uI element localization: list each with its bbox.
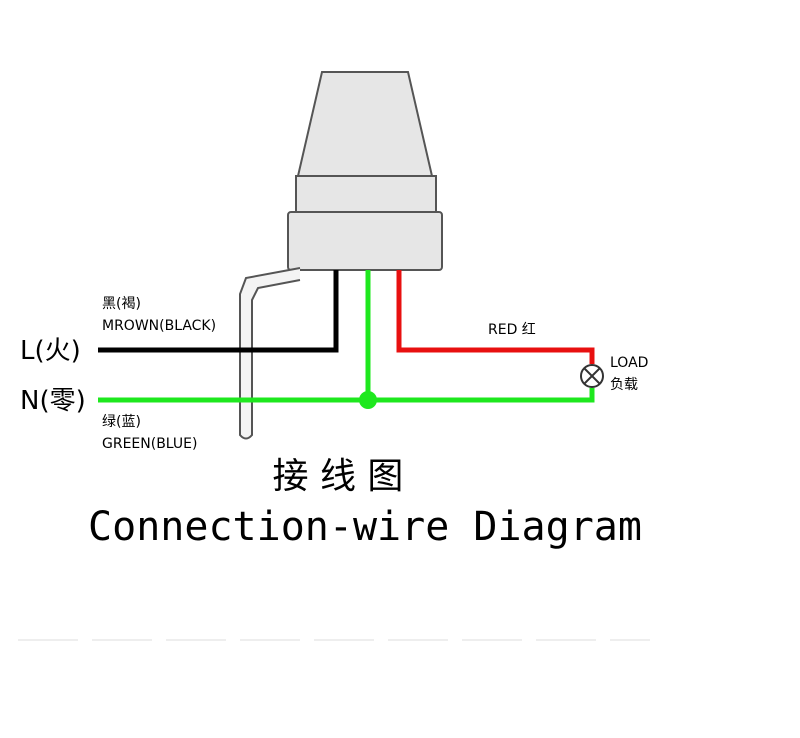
- junction-dot: [359, 391, 377, 409]
- live-terminal-label: L(火): [20, 336, 81, 366]
- green-wire-label-en: GREEN(BLUE): [102, 436, 197, 452]
- neutral-wire: [98, 388, 595, 403]
- live-wire: [98, 270, 339, 353]
- title-chinese: 接 线 图: [273, 456, 404, 497]
- mounting-bracket: [239, 267, 301, 440]
- load-label-en: LOAD: [610, 355, 648, 371]
- red-wire-label: RED 红: [488, 322, 536, 338]
- red-wire: [396, 270, 595, 364]
- neutral-terminal-label: N(零): [20, 386, 86, 416]
- sensor-base: [287, 211, 443, 271]
- title-english: Connection-wire Diagram: [88, 504, 642, 550]
- brown-wire-label-cn: 黑(褐): [102, 296, 141, 312]
- sensor-ring: [295, 175, 437, 213]
- sensor-cap: [296, 71, 434, 177]
- load-label-cn: 负载: [610, 377, 638, 393]
- load-lamp-icon: [580, 364, 604, 388]
- brown-wire-label-en: MROWN(BLACK): [102, 318, 216, 334]
- green-wire-label-cn: 绿(蓝): [102, 414, 141, 430]
